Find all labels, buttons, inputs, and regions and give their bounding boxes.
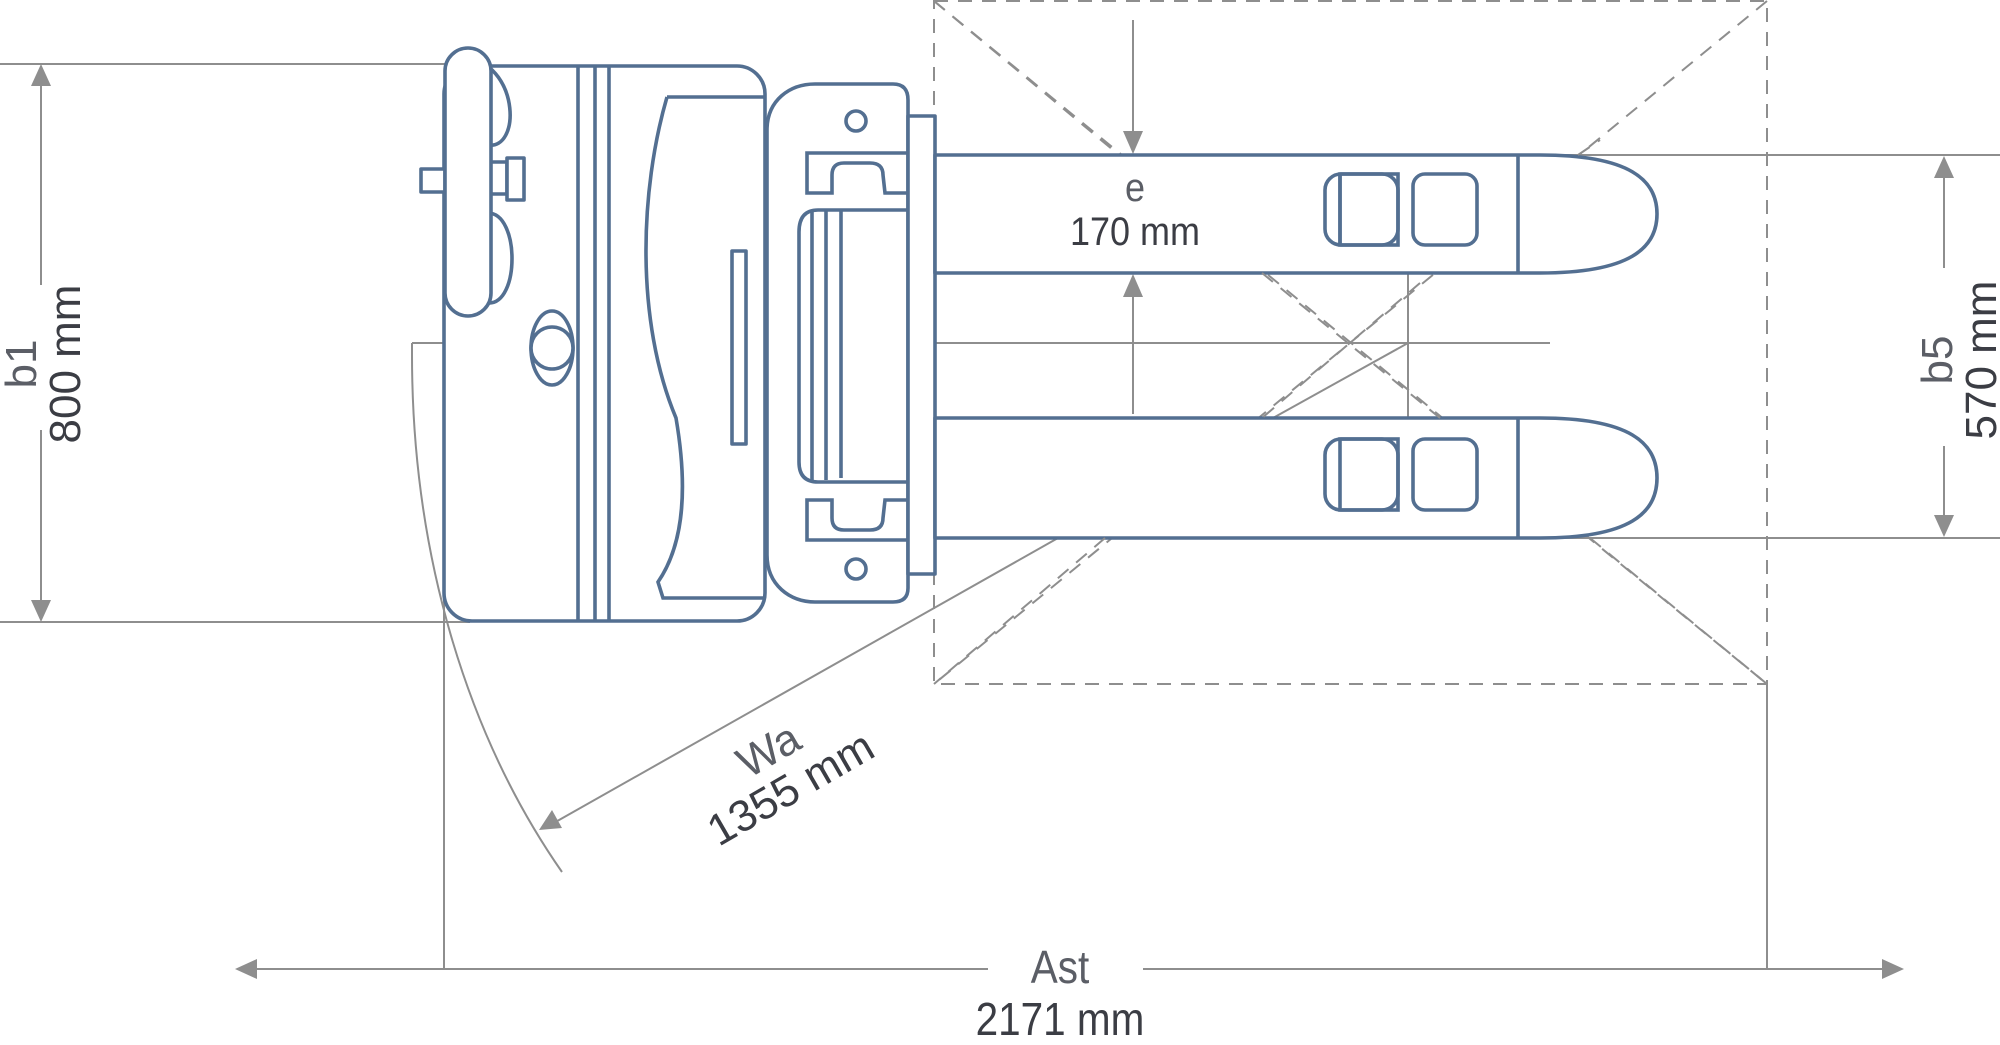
ast-symbol: Ast (1030, 941, 1090, 993)
center-lines (411, 273, 1550, 419)
arrow-down-icon (31, 600, 51, 622)
pallet-diagonals-overlay (933, 0, 1768, 685)
b1-dimension-lines (0, 63, 470, 623)
fork-top (933, 153, 1659, 275)
wa-dimension-lines (411, 354, 1059, 873)
arrow-down-icon (1123, 131, 1143, 154)
truck-body (419, 46, 767, 623)
arrow-up-icon (31, 64, 51, 86)
fork-bottom (933, 416, 1659, 540)
arrow-down-icon (1934, 515, 1954, 537)
b5-value: 570 mm (1957, 280, 2000, 440)
arrow-left-icon (235, 959, 257, 979)
arrow-right-icon (1882, 959, 1904, 979)
b5-symbol: b5 (1913, 335, 1962, 385)
e-value: 170 mm (1069, 210, 1201, 254)
e-symbol: e (1124, 166, 1146, 210)
ast-dimension-label: Ast 2171 mm (972, 944, 1148, 1042)
e-dimension-lines (1123, 20, 1143, 414)
ast-dimension-lines (235, 600, 1904, 979)
arrow-up-icon (1123, 274, 1143, 297)
b5-dimension-lines (1518, 154, 2000, 539)
b1-value: 800 mm (41, 284, 90, 444)
fork-carriage (765, 82, 937, 604)
arrow-icon (539, 810, 562, 830)
b1-symbol: b1 (0, 339, 46, 389)
ast-value: 2171 mm (975, 993, 1145, 1045)
arrow-up-icon (1934, 156, 1954, 178)
e-dimension-label: e 170 mm (1068, 168, 1203, 252)
